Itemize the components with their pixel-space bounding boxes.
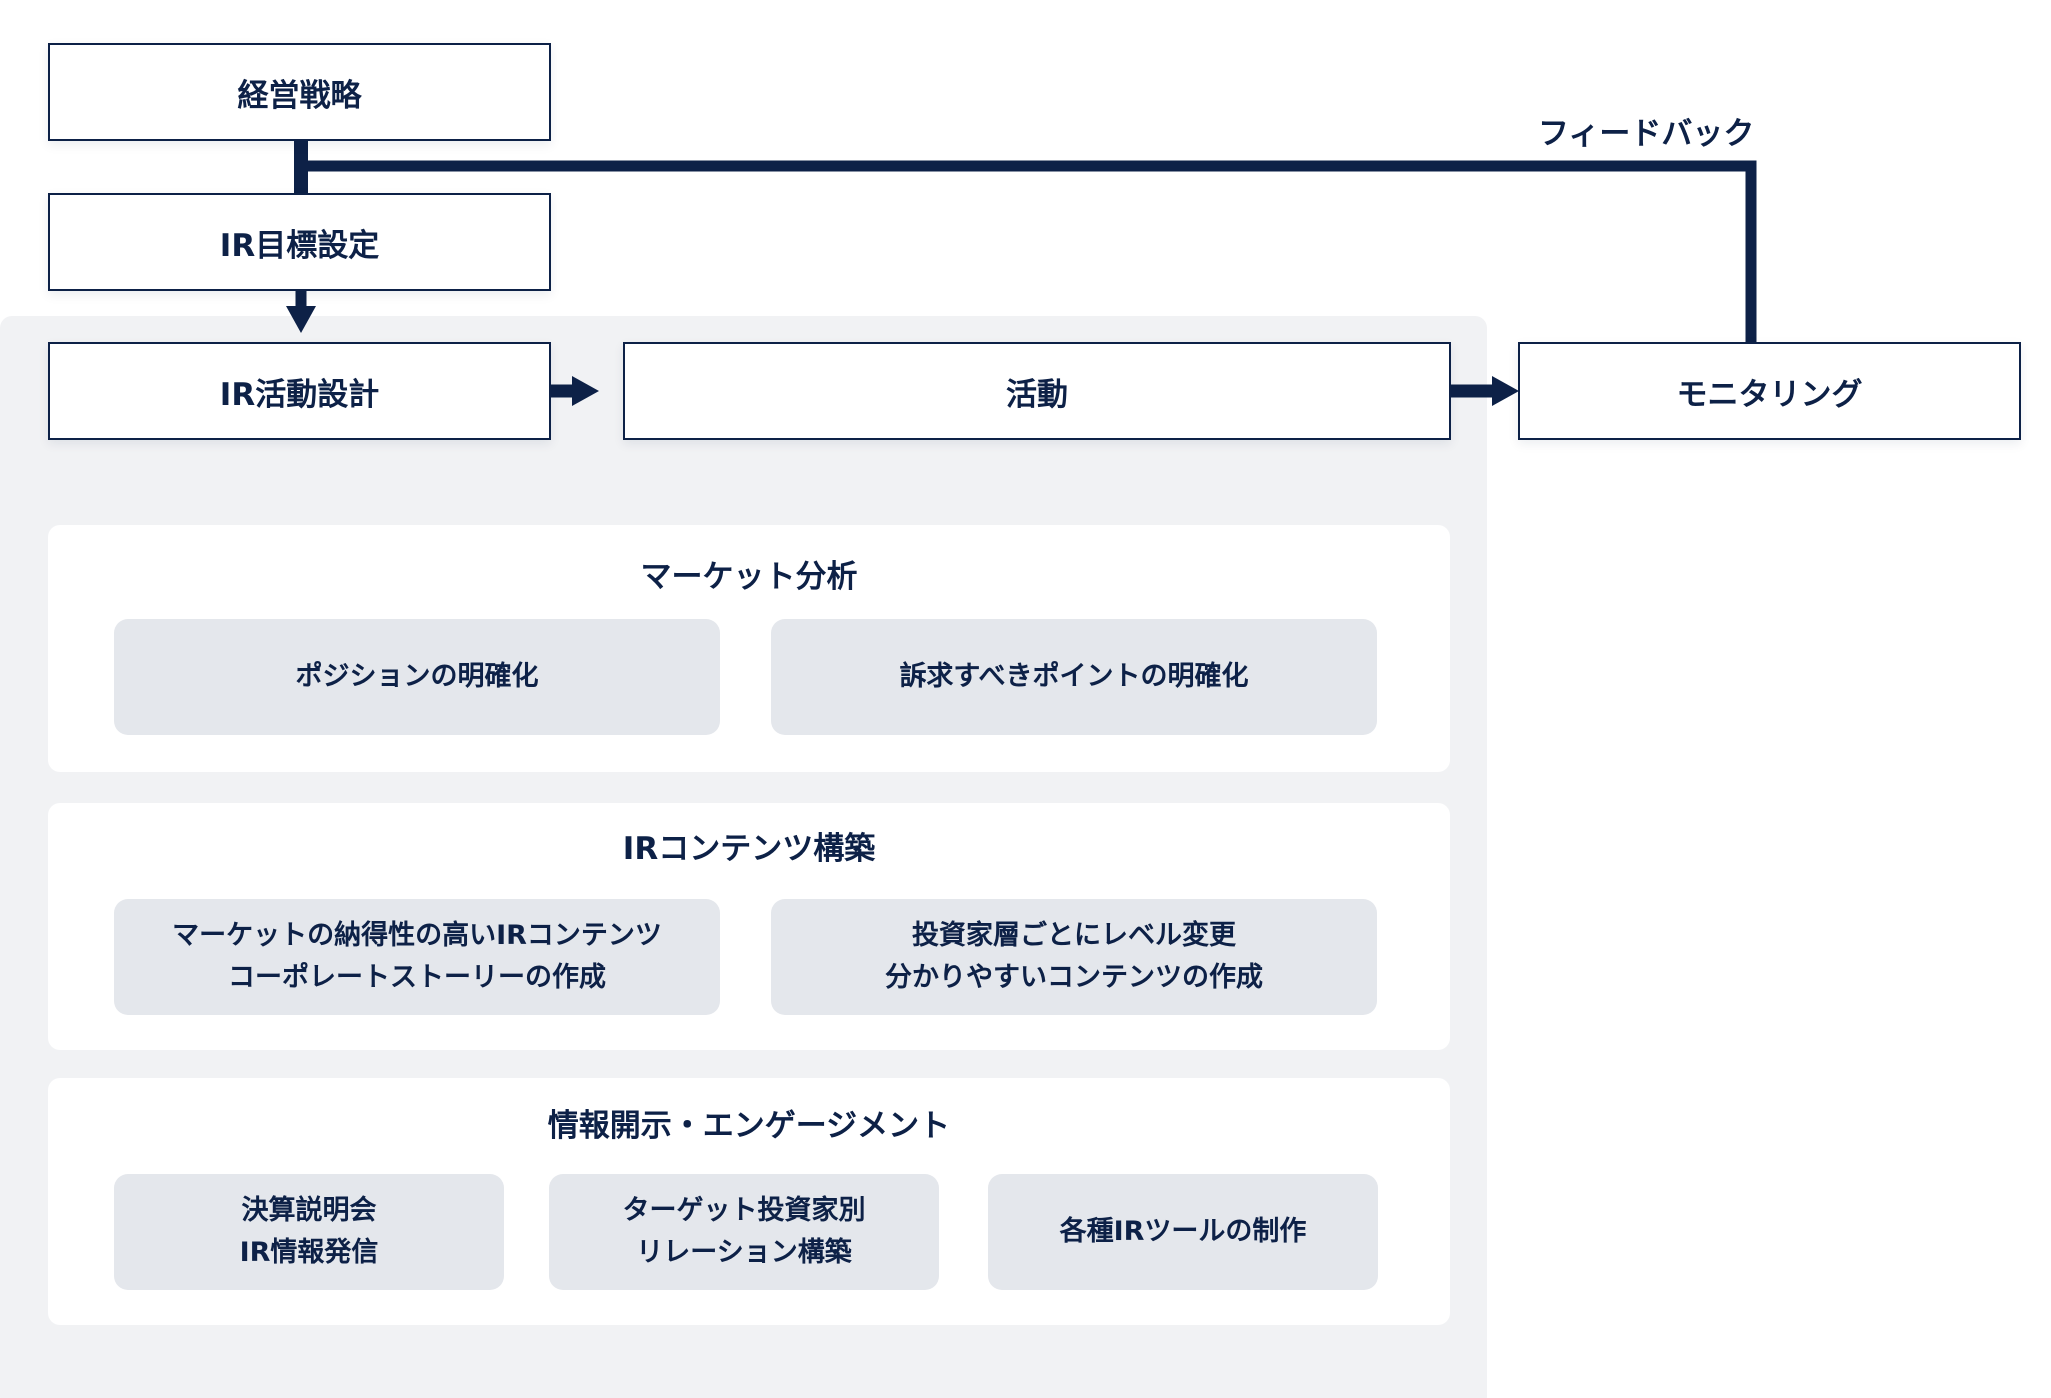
item-line: 投資家層ごとにレベル変更 xyxy=(912,920,1236,952)
market-analysis-title: マーケット分析 xyxy=(640,559,858,595)
item-line: ポジションの明確化 xyxy=(295,661,539,693)
activity-to-monitoring-arrowhead xyxy=(1492,376,1519,406)
contents-item-level: 投資家層ごとにレベル変更 分かりやすいコンテンツの作成 xyxy=(771,899,1377,1015)
ir-goal-label: IR目標設定 xyxy=(219,227,380,264)
item-line: 分かりやすいコンテンツの作成 xyxy=(885,962,1263,993)
contents-item-story: マーケットの納得性の高いIRコンテンツ コーポレートストーリーの作成 xyxy=(114,899,720,1015)
strategy-label: 経営戦略 xyxy=(237,77,362,114)
market-item-appeal-points: 訴求すべきポイントの明確化 xyxy=(771,619,1377,735)
strategy-box: 経営戦略 xyxy=(48,43,551,141)
disclosure-title: 情報開示・エンゲージメント xyxy=(547,1108,951,1144)
disclosure-item-ir-tools: 各種IRツールの制作 xyxy=(988,1174,1378,1290)
item-line: 決算説明会 xyxy=(241,1195,377,1227)
feedback-line xyxy=(301,160,1757,344)
ir-design-label: IR活動設計 xyxy=(219,376,380,413)
item-line: IR情報発信 xyxy=(239,1237,379,1268)
feedback-label: フィードバック xyxy=(1538,116,1755,152)
item-line: マーケットの納得性の高いIRコンテンツ xyxy=(172,920,662,952)
item-line: 訴求すべきポイントの明確化 xyxy=(899,661,1249,693)
item-line: 各種IRツールの制作 xyxy=(1059,1216,1307,1248)
ir-design-box: IR活動設計 xyxy=(48,342,551,440)
ir-contents-title: IRコンテンツ構築 xyxy=(622,831,876,867)
item-line: コーポレートストーリーの作成 xyxy=(228,962,606,993)
item-line: ターゲット投資家別 xyxy=(622,1195,866,1227)
disclosure-section: 情報開示・エンゲージメント 決算説明会 IR情報発信 ターゲット投資家別 リレー… xyxy=(48,1078,1450,1325)
disclosure-item-target-investors: ターゲット投資家別 リレーション構築 xyxy=(549,1174,939,1290)
monitoring-label: モニタリング xyxy=(1676,376,1863,413)
goal-to-design-arrowhead xyxy=(286,306,316,333)
market-analysis-section: マーケット分析 ポジションの明確化 訴求すべきポイントの明確化 xyxy=(48,525,1450,772)
monitoring-box: モニタリング xyxy=(1518,342,2021,440)
ir-contents-section: IRコンテンツ構築 マーケットの納得性の高いIRコンテンツ コーポレートストーリ… xyxy=(48,803,1450,1050)
ir-goal-box: IR目標設定 xyxy=(48,193,551,291)
item-line: リレーション構築 xyxy=(636,1237,852,1268)
activity-label: 活動 xyxy=(1006,376,1068,413)
design-to-activity-arrowhead xyxy=(572,376,599,406)
disclosure-item-briefing: 決算説明会 IR情報発信 xyxy=(114,1174,504,1290)
market-item-position: ポジションの明確化 xyxy=(114,619,720,735)
activity-box: 活動 xyxy=(623,342,1451,440)
